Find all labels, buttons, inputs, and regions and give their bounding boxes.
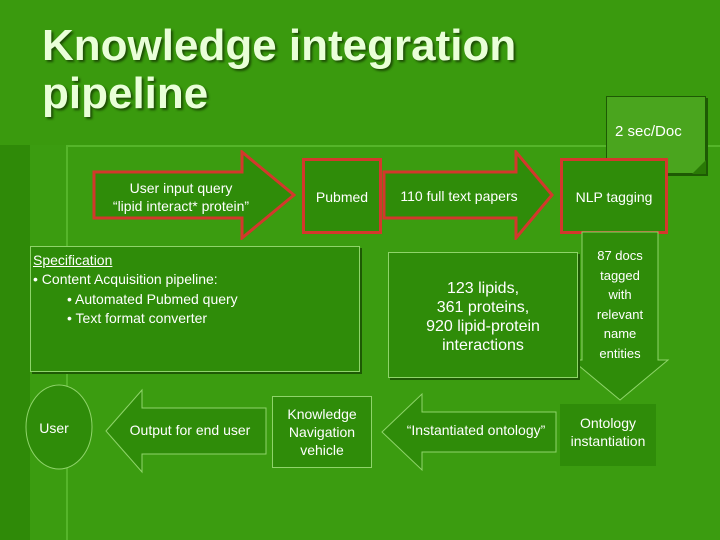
docs-tagged-line: name	[603, 326, 637, 341]
full-text-papers-arrow-shape	[382, 150, 554, 240]
specification-box: Specification • Content Acquisition pipe…	[30, 246, 360, 372]
docs-tagged-line: tagged	[600, 267, 640, 283]
output-end-user-label: Output for end user	[129, 422, 251, 438]
ontology-instantiation-line1: Ontology	[579, 415, 637, 431]
timing-note-text: 2 sec/Doc	[615, 123, 682, 140]
pubmed-box: Pubmed	[302, 158, 382, 234]
nlp-tagging-box: NLP tagging	[560, 158, 668, 234]
knowledge-navigation-vehicle-label: Knowledge Navigation vehicle	[273, 405, 371, 459]
results-line: 920 lipid-protein	[426, 318, 540, 335]
down-arrow-shape	[570, 231, 670, 401]
user-query-line2: “lipid interact* protein”	[112, 198, 250, 214]
docs-tagged-line: with	[608, 287, 632, 302]
specification-heading: Specification	[33, 252, 113, 268]
ontology-instantiation-box: Ontology instantiation	[560, 404, 656, 466]
user-query-arrow-shape	[92, 150, 296, 240]
note-fold-corner	[692, 160, 706, 174]
nlp-tagging-label: NLP tagging	[575, 189, 653, 205]
instantiated-ontology-arrow-shape	[381, 392, 557, 472]
extraction-results-box: 123 lipids, 361 proteins, 920 lipid-prot…	[388, 252, 578, 378]
docs-tagged-line: relevant	[596, 306, 644, 322]
user-ellipse	[25, 384, 93, 470]
background-title-band	[0, 0, 720, 145]
results-line: 361 proteins,	[436, 299, 530, 316]
user-ellipse-shape	[25, 384, 93, 470]
output-end-user-arrow-shape	[105, 388, 267, 474]
extraction-results-label: 123 lipids, 361 proteins, 920 lipid-prot…	[389, 279, 577, 355]
ontology-instantiation-line2: instantiation	[570, 433, 646, 449]
user-label: User	[39, 420, 69, 436]
pubmed-label: Pubmed	[315, 189, 369, 205]
full-text-papers-label: 110 full text papers	[400, 188, 518, 204]
results-line: 123 lipids,	[446, 280, 520, 297]
vehicle-line: vehicle	[300, 442, 344, 458]
instantiated-ontology-arrow	[381, 392, 557, 472]
specification-item: • Text format converter	[67, 310, 208, 326]
docs-tagged-line: entities	[599, 345, 641, 361]
vehicle-line: Knowledge	[287, 406, 357, 422]
slide-title-line2: pipeline	[42, 69, 209, 118]
results-line: interactions	[442, 337, 524, 354]
decorative-horizontal-line	[66, 145, 720, 147]
full-text-papers-arrow	[382, 150, 554, 240]
slide-title: Knowledge integration pipeline	[42, 22, 516, 118]
docs-tagged-label: 87 docs tagged with relevant name entiti…	[570, 246, 670, 363]
user-query-label: User input query “lipid interact* protei…	[92, 179, 270, 215]
vehicle-line: Navigation	[288, 424, 356, 440]
knowledge-navigation-vehicle-box: Knowledge Navigation vehicle	[272, 396, 372, 468]
user-query-arrow	[92, 150, 296, 240]
docs-tagged-line: 87 docs	[597, 248, 643, 263]
ontology-instantiation-label: Ontology instantiation	[560, 414, 656, 450]
slide-title-line1: Knowledge integration	[42, 21, 517, 70]
specification-item: • Content Acquisition pipeline:	[33, 271, 218, 287]
specification-item: • Automated Pubmed query	[67, 291, 238, 307]
output-end-user-arrow	[105, 388, 267, 474]
instantiated-ontology-label: “Instantiated ontology”	[406, 422, 546, 438]
docs-tagged-down-arrow	[570, 231, 670, 401]
user-query-line1: User input query	[129, 180, 233, 196]
